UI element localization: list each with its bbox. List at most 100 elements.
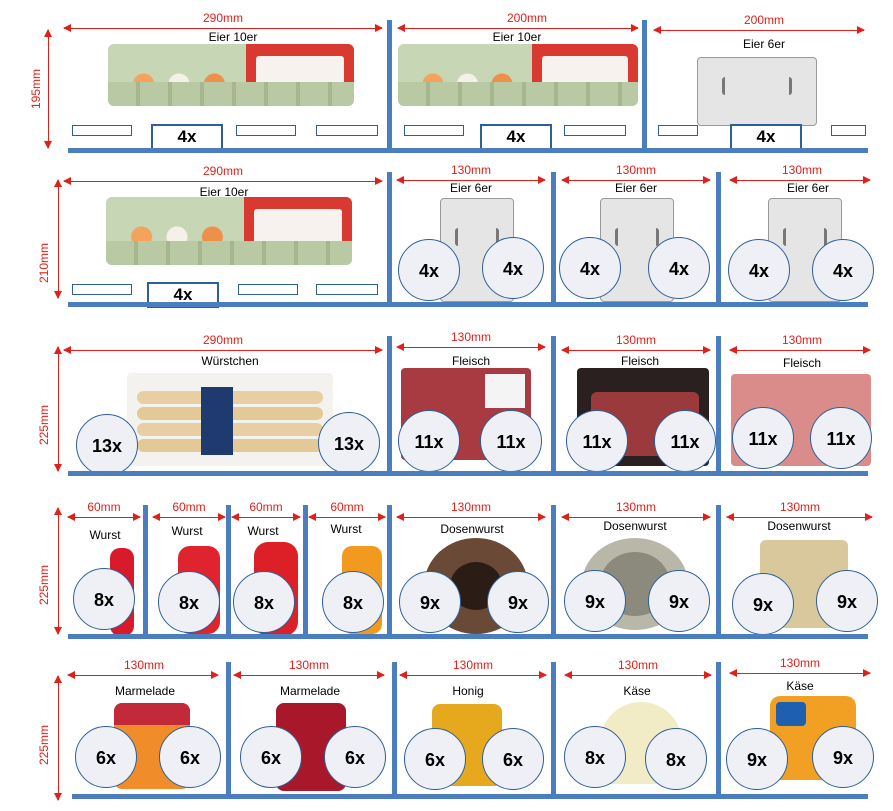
width-label: 130mm bbox=[450, 163, 491, 177]
product-label: Eier 6er bbox=[614, 181, 658, 195]
product-label: Eier 6er bbox=[742, 37, 786, 51]
count-circle: 11x bbox=[398, 410, 460, 472]
product-label: Marmelade bbox=[279, 684, 341, 698]
width-label: 200mm bbox=[506, 11, 547, 25]
product-label: Wurst bbox=[330, 522, 362, 536]
count-circle: 6x bbox=[159, 726, 221, 788]
height-measure-line bbox=[54, 507, 62, 635]
product-label: Würstchen bbox=[201, 354, 259, 368]
count-circle: 9x bbox=[564, 570, 626, 632]
product-label: Käse bbox=[786, 679, 814, 693]
shelf-slot bbox=[564, 125, 626, 136]
count-circle: 11x bbox=[566, 410, 628, 472]
width-measure-line bbox=[63, 24, 383, 32]
width-measure-line bbox=[67, 513, 141, 521]
shelf-board bbox=[68, 471, 868, 476]
product-label: Fleisch bbox=[620, 354, 659, 368]
count-circle: 8x bbox=[322, 571, 384, 633]
count-box: 4x bbox=[151, 124, 223, 150]
shelf-divider bbox=[716, 662, 721, 794]
shelf-divider bbox=[716, 505, 721, 639]
product-label: Fleisch bbox=[782, 356, 821, 370]
count-circle: 11x bbox=[480, 410, 542, 472]
width-measure-line bbox=[729, 669, 871, 677]
count-circle: 4x bbox=[398, 239, 460, 301]
egg-carton-10-image bbox=[108, 44, 354, 106]
product-label: Wurst bbox=[171, 524, 203, 538]
width-measure-line bbox=[152, 513, 226, 521]
count-circle: 11x bbox=[654, 410, 716, 472]
width-label: 290mm bbox=[202, 11, 243, 25]
shelf-slot bbox=[316, 284, 378, 295]
width-label: 130mm bbox=[617, 658, 658, 672]
width-measure-line bbox=[561, 346, 711, 354]
width-label: 200mm bbox=[743, 13, 784, 27]
count-circle: 9x bbox=[726, 728, 788, 790]
width-measure-line bbox=[399, 671, 547, 679]
width-label: 60mm bbox=[172, 500, 206, 514]
product-label: Fleisch bbox=[451, 354, 490, 368]
width-label: 130mm bbox=[615, 500, 656, 514]
shelf-divider bbox=[387, 505, 392, 639]
shelf-divider bbox=[551, 336, 556, 474]
product-label: Dosenwurst bbox=[767, 519, 831, 533]
shelf-slot bbox=[72, 284, 132, 295]
count-box: 4x bbox=[480, 124, 552, 150]
count-circle: 9x bbox=[399, 571, 461, 633]
shelf-divider bbox=[387, 336, 392, 474]
width-measure-line bbox=[653, 26, 865, 34]
shelf-board bbox=[68, 302, 868, 307]
count-circle: 4x bbox=[812, 239, 874, 301]
width-measure-line bbox=[63, 346, 383, 354]
count-circle: 8x bbox=[158, 571, 220, 633]
width-label: 130mm bbox=[452, 658, 493, 672]
count-circle: 8x bbox=[233, 571, 295, 633]
count-circle: 6x bbox=[324, 726, 386, 788]
width-label: 290mm bbox=[202, 164, 243, 178]
count-circle: 6x bbox=[75, 726, 137, 788]
count-circle: 9x bbox=[816, 570, 878, 632]
width-label: 60mm bbox=[330, 500, 364, 514]
count-circle: 4x bbox=[728, 239, 790, 301]
count-circle: 9x bbox=[487, 571, 549, 633]
shelf-divider bbox=[392, 662, 397, 794]
width-measure-line bbox=[67, 671, 219, 679]
width-label: 130mm bbox=[615, 333, 656, 347]
height-measure-line bbox=[54, 675, 62, 801]
sausage-package-image bbox=[127, 373, 333, 466]
height-label: 225mm bbox=[37, 405, 51, 446]
shelf-divider bbox=[143, 505, 148, 639]
height-label: 225mm bbox=[37, 725, 51, 766]
shelf-divider bbox=[551, 505, 556, 639]
product-label: Eier 10er bbox=[199, 185, 249, 199]
egg-carton-10-image bbox=[398, 44, 638, 106]
shelf-divider bbox=[551, 172, 556, 304]
height-measure-line bbox=[54, 179, 62, 299]
width-measure-line bbox=[308, 513, 386, 521]
count-circle: 13x bbox=[76, 414, 138, 476]
height-measure-line bbox=[54, 346, 62, 472]
width-label: 130mm bbox=[288, 658, 329, 672]
width-measure-line bbox=[561, 176, 711, 184]
shelf-divider bbox=[387, 172, 392, 304]
count-circle: 8x bbox=[73, 568, 135, 630]
shelf-divider bbox=[551, 662, 556, 794]
shelf-board bbox=[72, 794, 868, 799]
count-box: 4x bbox=[730, 124, 802, 150]
width-measure-line bbox=[63, 177, 383, 185]
egg-carton-6-image bbox=[697, 57, 817, 126]
product-label: Dosenwurst bbox=[603, 519, 667, 533]
width-label: 130mm bbox=[450, 330, 491, 344]
shelf-board bbox=[68, 634, 868, 639]
count-circle: 6x bbox=[404, 728, 466, 790]
product-label: Eier 10er bbox=[492, 30, 542, 44]
shelf-slot bbox=[72, 125, 132, 136]
shelf-slot bbox=[831, 125, 866, 136]
egg-carton-10-image bbox=[106, 197, 352, 265]
count-circle: 6x bbox=[240, 726, 302, 788]
product-label: Honig bbox=[452, 684, 484, 698]
height-label: 225mm bbox=[37, 565, 51, 606]
width-label: 130mm bbox=[123, 658, 164, 672]
width-label: 130mm bbox=[615, 163, 656, 177]
count-circle: 8x bbox=[564, 726, 626, 788]
